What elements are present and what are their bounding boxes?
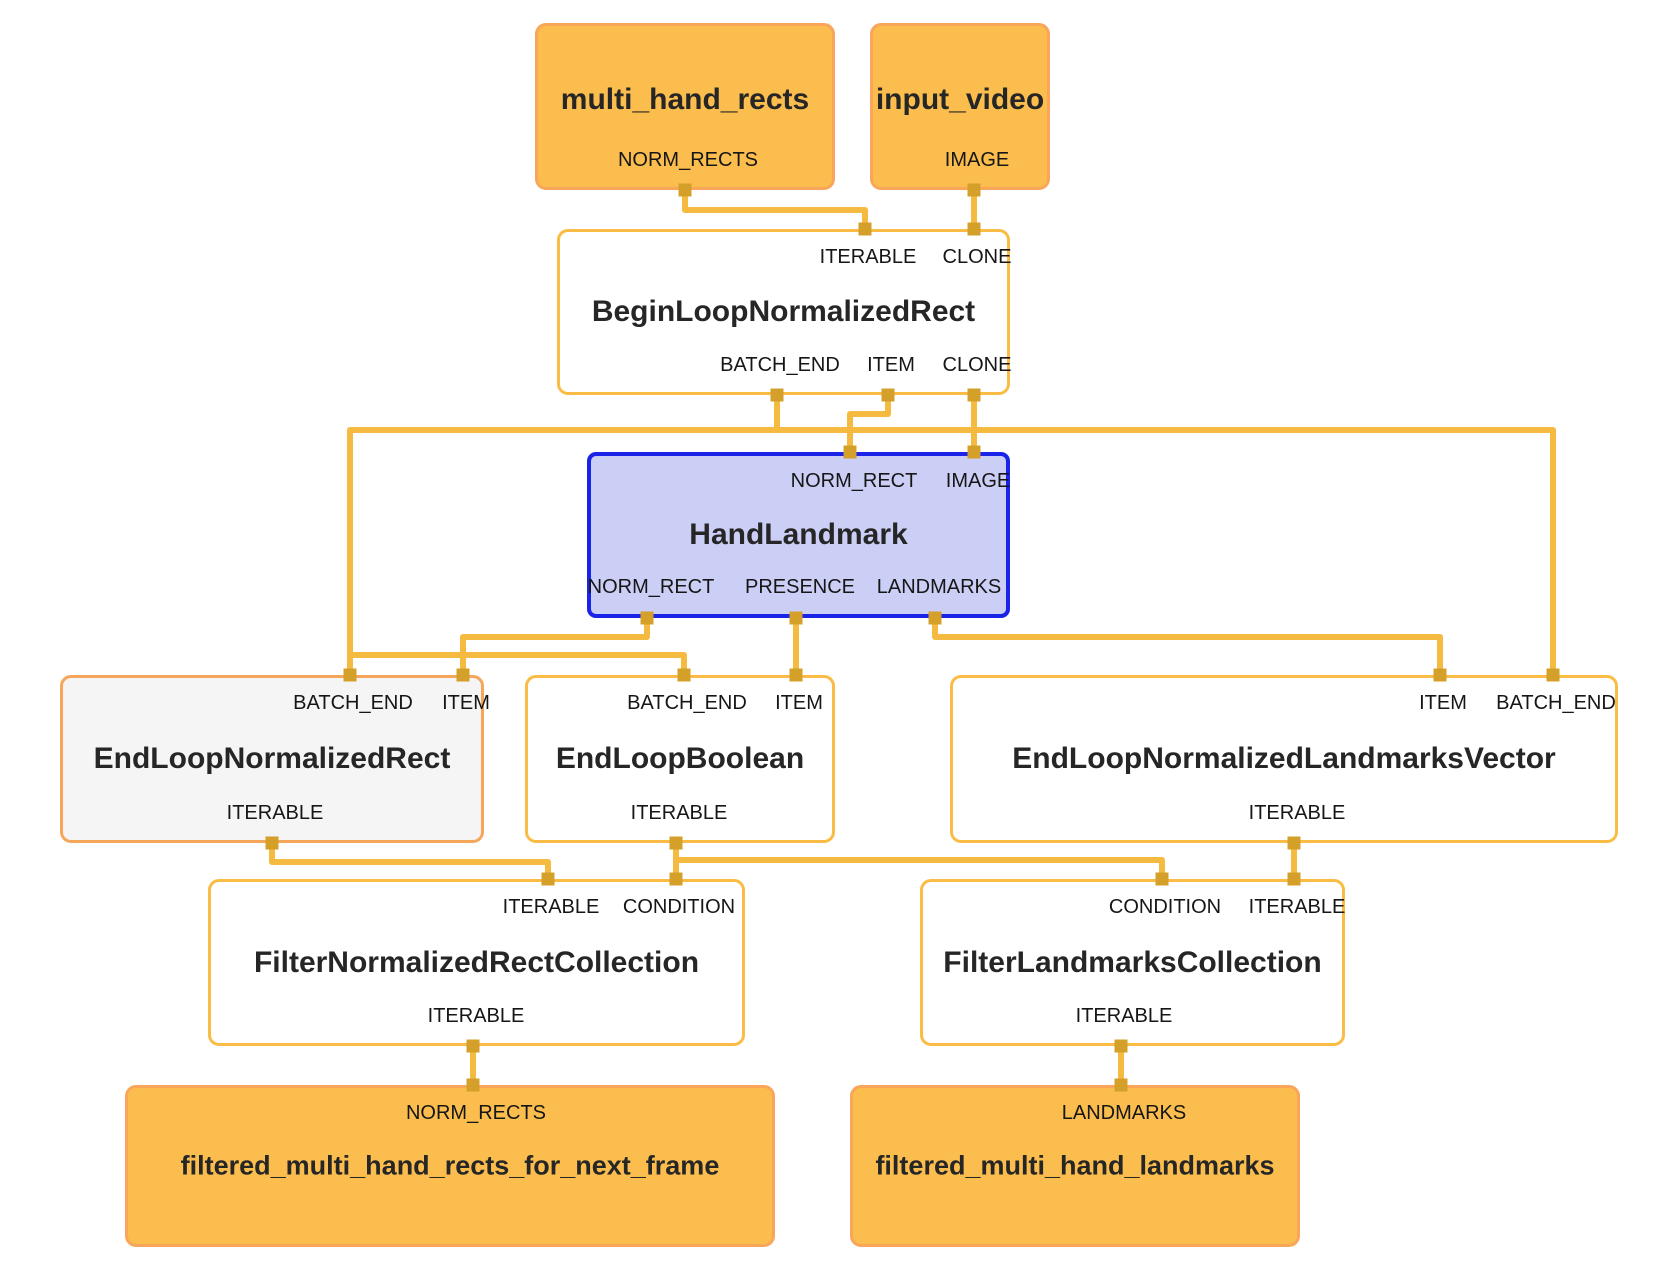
- node-end-loop-normalized-landmarks-vector[interactable]: ITEM BATCH_END EndLoopNormalizedLandmark…: [950, 675, 1618, 843]
- port-label-iterable: ITERABLE: [427, 1005, 525, 1027]
- node-end-loop-boolean[interactable]: BATCH_END ITEM EndLoopBoolean ITERABLE: [525, 675, 835, 843]
- port-label-batch-end: BATCH_END: [720, 354, 840, 376]
- port-label-iterable: ITERABLE: [226, 802, 324, 824]
- node-title: input_video: [875, 83, 1045, 117]
- edge-multi-hand-rects-to-beginloop-iterable: [682, 191, 868, 230]
- node-hand-landmark[interactable]: NORM_RECT IMAGE HandLandmark NORM_RECT P…: [587, 452, 1010, 618]
- port-label-norm-rects: NORM_RECTS: [617, 149, 759, 171]
- edge-beginloop-batchend-to-endloopboolean: [350, 652, 687, 676]
- port-label-presence: PRESENCE: [744, 576, 856, 598]
- node-multi-hand-rects[interactable]: multi_hand_rects NORM_RECTS: [535, 23, 835, 190]
- port-label-batch-end: BATCH_END: [627, 692, 747, 714]
- port-label-batch-end: BATCH_END: [1496, 692, 1616, 714]
- node-filtered-multi-hand-landmarks[interactable]: LANDMARKS filtered_multi_hand_landmarks: [850, 1085, 1300, 1247]
- node-title: filtered_multi_hand_rects_for_next_frame: [180, 1150, 720, 1181]
- edge-endloopboolean-iterable-to-filterlandmarks-condition: [676, 857, 1165, 880]
- node-filtered-multi-hand-rects-for-next-frame[interactable]: NORM_RECTS filtered_multi_hand_rects_for…: [125, 1085, 775, 1247]
- node-input-video[interactable]: input_video IMAGE: [870, 23, 1050, 190]
- port-label-clone: CLONE: [942, 354, 1012, 376]
- port-label-iterable: ITERABLE: [1248, 802, 1346, 824]
- node-title: FilterNormalizedRectCollection: [253, 945, 700, 979]
- edge-beginloop-batchend-to-endloopnormalizedrect: [347, 396, 780, 676]
- port-label-norm-rects: NORM_RECTS: [405, 1102, 547, 1124]
- port-label-norm-rect: NORM_RECT: [587, 576, 715, 598]
- node-title: HandLandmark: [689, 518, 908, 551]
- port-label-condition: CONDITION: [622, 896, 736, 918]
- edge-endloopnormalizedrect-iterable-to-filter-iterable: [269, 844, 551, 880]
- node-title: EndLoopNormalizedLandmarksVector: [1012, 742, 1556, 775]
- edge-beginloop-item-to-handlandmark-normrect: [847, 396, 891, 453]
- node-title: EndLoopNormalizedRect: [93, 742, 451, 775]
- port-label-landmarks: LANDMARKS: [876, 576, 1002, 598]
- port-label-batch-end: BATCH_END: [293, 692, 413, 714]
- node-end-loop-normalized-rect[interactable]: BATCH_END ITEM EndLoopNormalizedRect ITE…: [60, 675, 490, 843]
- node-filter-normalized-rect-collection[interactable]: ITERABLE CONDITION FilterNormalizedRectC…: [208, 879, 745, 1046]
- port-label-norm-rect: NORM_RECT: [790, 470, 918, 492]
- port-label-item: ITEM: [775, 692, 823, 714]
- node-begin-loop-normalized-rect[interactable]: ITERABLE CLONE BeginLoopNormalizedRect B…: [557, 229, 1012, 395]
- port-label-image: IMAGE: [945, 470, 1011, 492]
- node-title: EndLoopBoolean: [555, 742, 805, 775]
- node-title: FilterLandmarksCollection: [943, 945, 1322, 979]
- port-label-clone: CLONE: [942, 246, 1012, 268]
- port-label-item: ITEM: [1419, 692, 1467, 714]
- node-filter-landmarks-collection[interactable]: CONDITION ITERABLE FilterLandmarksCollec…: [920, 879, 1345, 1046]
- port-label-image: IMAGE: [944, 149, 1010, 171]
- port-label-landmarks: LANDMARKS: [1061, 1102, 1187, 1124]
- port-label-item: ITEM: [867, 354, 915, 376]
- port-label-iterable: ITERABLE: [1248, 896, 1346, 918]
- port-label-iterable: ITERABLE: [630, 802, 728, 824]
- port-label-iterable: ITERABLE: [1075, 1005, 1173, 1027]
- port-label-condition: CONDITION: [1108, 896, 1222, 918]
- edge-handlandmark-landmarks-to-endloopnormalizedlandmarksvector-item: [932, 619, 1443, 676]
- edge-handlandmark-normrect-to-endloopnormalizedrect-item: [460, 619, 650, 676]
- port-label-iterable: ITERABLE: [502, 896, 600, 918]
- node-title: BeginLoopNormalizedRect: [591, 295, 976, 328]
- edge-beginloop-batchend-to-endloopnormalizedlandmarksvector: [777, 427, 1556, 676]
- node-title: multi_hand_rects: [560, 83, 810, 117]
- port-label-iterable: ITERABLE: [819, 246, 917, 268]
- port-label-item: ITEM: [442, 692, 490, 714]
- node-title: filtered_multi_hand_landmarks: [875, 1150, 1275, 1181]
